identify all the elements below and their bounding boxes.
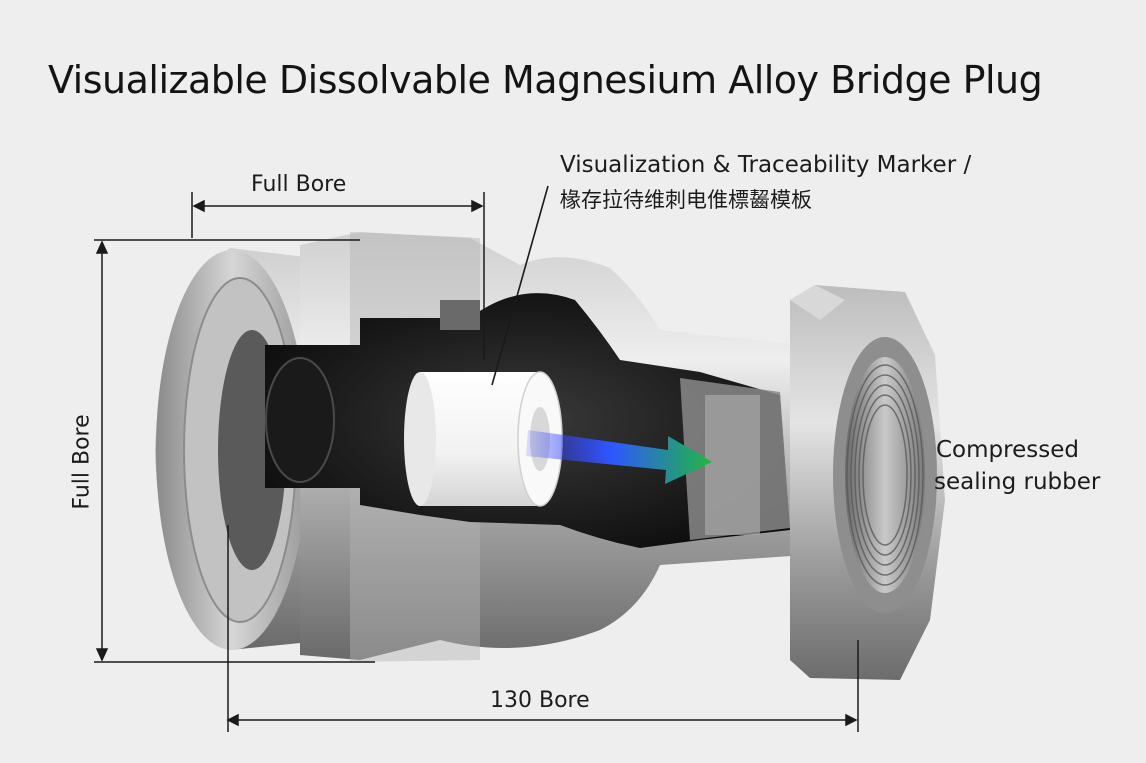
bore-130-label: 130 Bore	[490, 688, 590, 713]
dimension-lines	[94, 185, 859, 732]
marker-cylinder	[404, 371, 563, 507]
rubber-label-line2: sealing rubber	[934, 469, 1101, 495]
marker-label-line2: 椽存拉待维刺电倠標齧模板	[560, 188, 812, 212]
flow-arrow-icon	[526, 430, 712, 484]
full-bore-top-label: Full Bore	[251, 172, 347, 197]
page-title: Visualizable Dissolvable Magnesium Alloy…	[48, 58, 1043, 102]
rubber-label-line1: Compressed	[936, 437, 1079, 463]
right-nut	[790, 285, 945, 680]
marker-label-line1: Visualization & Traceability Marker /	[560, 152, 972, 178]
full-bore-side-label: Full Bore	[69, 414, 95, 510]
